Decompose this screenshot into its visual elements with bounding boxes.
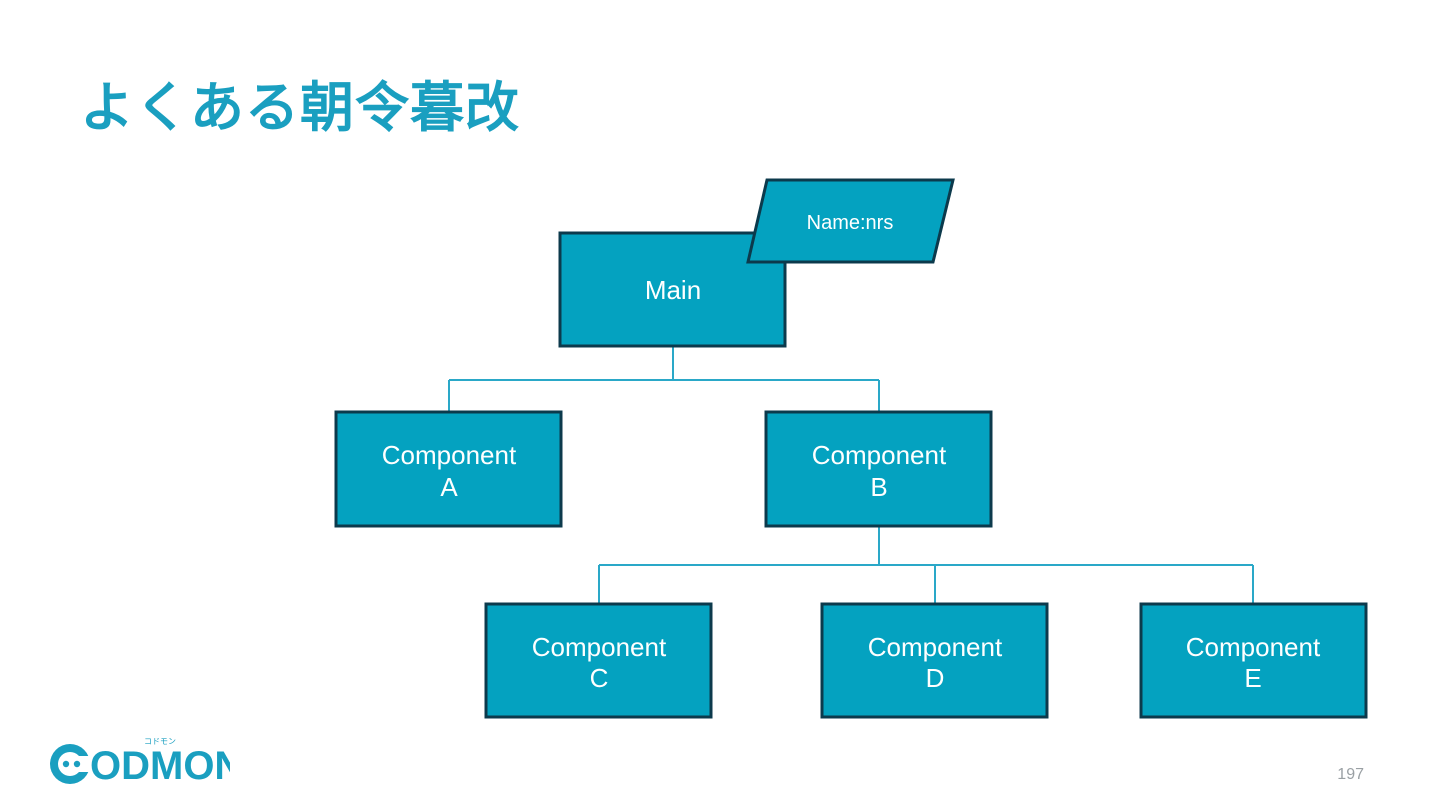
node-component-b: Component B [764,410,993,528]
node-component-a-line1: Component [382,440,517,470]
logo-kana: コドモン [144,737,176,746]
node-component-c-line2: C [590,663,609,693]
node-component-c: Component C [484,602,713,719]
node-component-d-line1: Component [868,632,1003,662]
node-component-e-line2: E [1244,663,1261,693]
name-tag: Name:nrs [746,178,955,264]
node-component-d-line2: D [926,663,945,693]
node-component-a-line2: A [440,472,458,502]
node-component-a: Component A [334,410,563,528]
slide-title: よくある朝令暮改 [80,76,520,139]
node-main-label: Main [645,275,701,305]
connector-main-to-children [448,346,880,412]
logo-text: ODMON [90,744,230,788]
node-component-b-line2: B [870,472,887,502]
logo-face-icon [50,744,92,784]
codmon-logo: コドモン ODMON [50,737,230,788]
node-main: Main [558,231,787,348]
node-component-e-line1: Component [1186,632,1321,662]
name-tag-label: Name:nrs [807,212,894,234]
page-number: 197 [1337,766,1364,783]
node-component-b-line1: Component [812,440,947,470]
connector-b-to-children [598,526,1254,604]
node-component-d: Component D [820,602,1049,719]
node-component-e: Component E [1139,602,1368,719]
node-component-c-line1: Component [532,632,667,662]
